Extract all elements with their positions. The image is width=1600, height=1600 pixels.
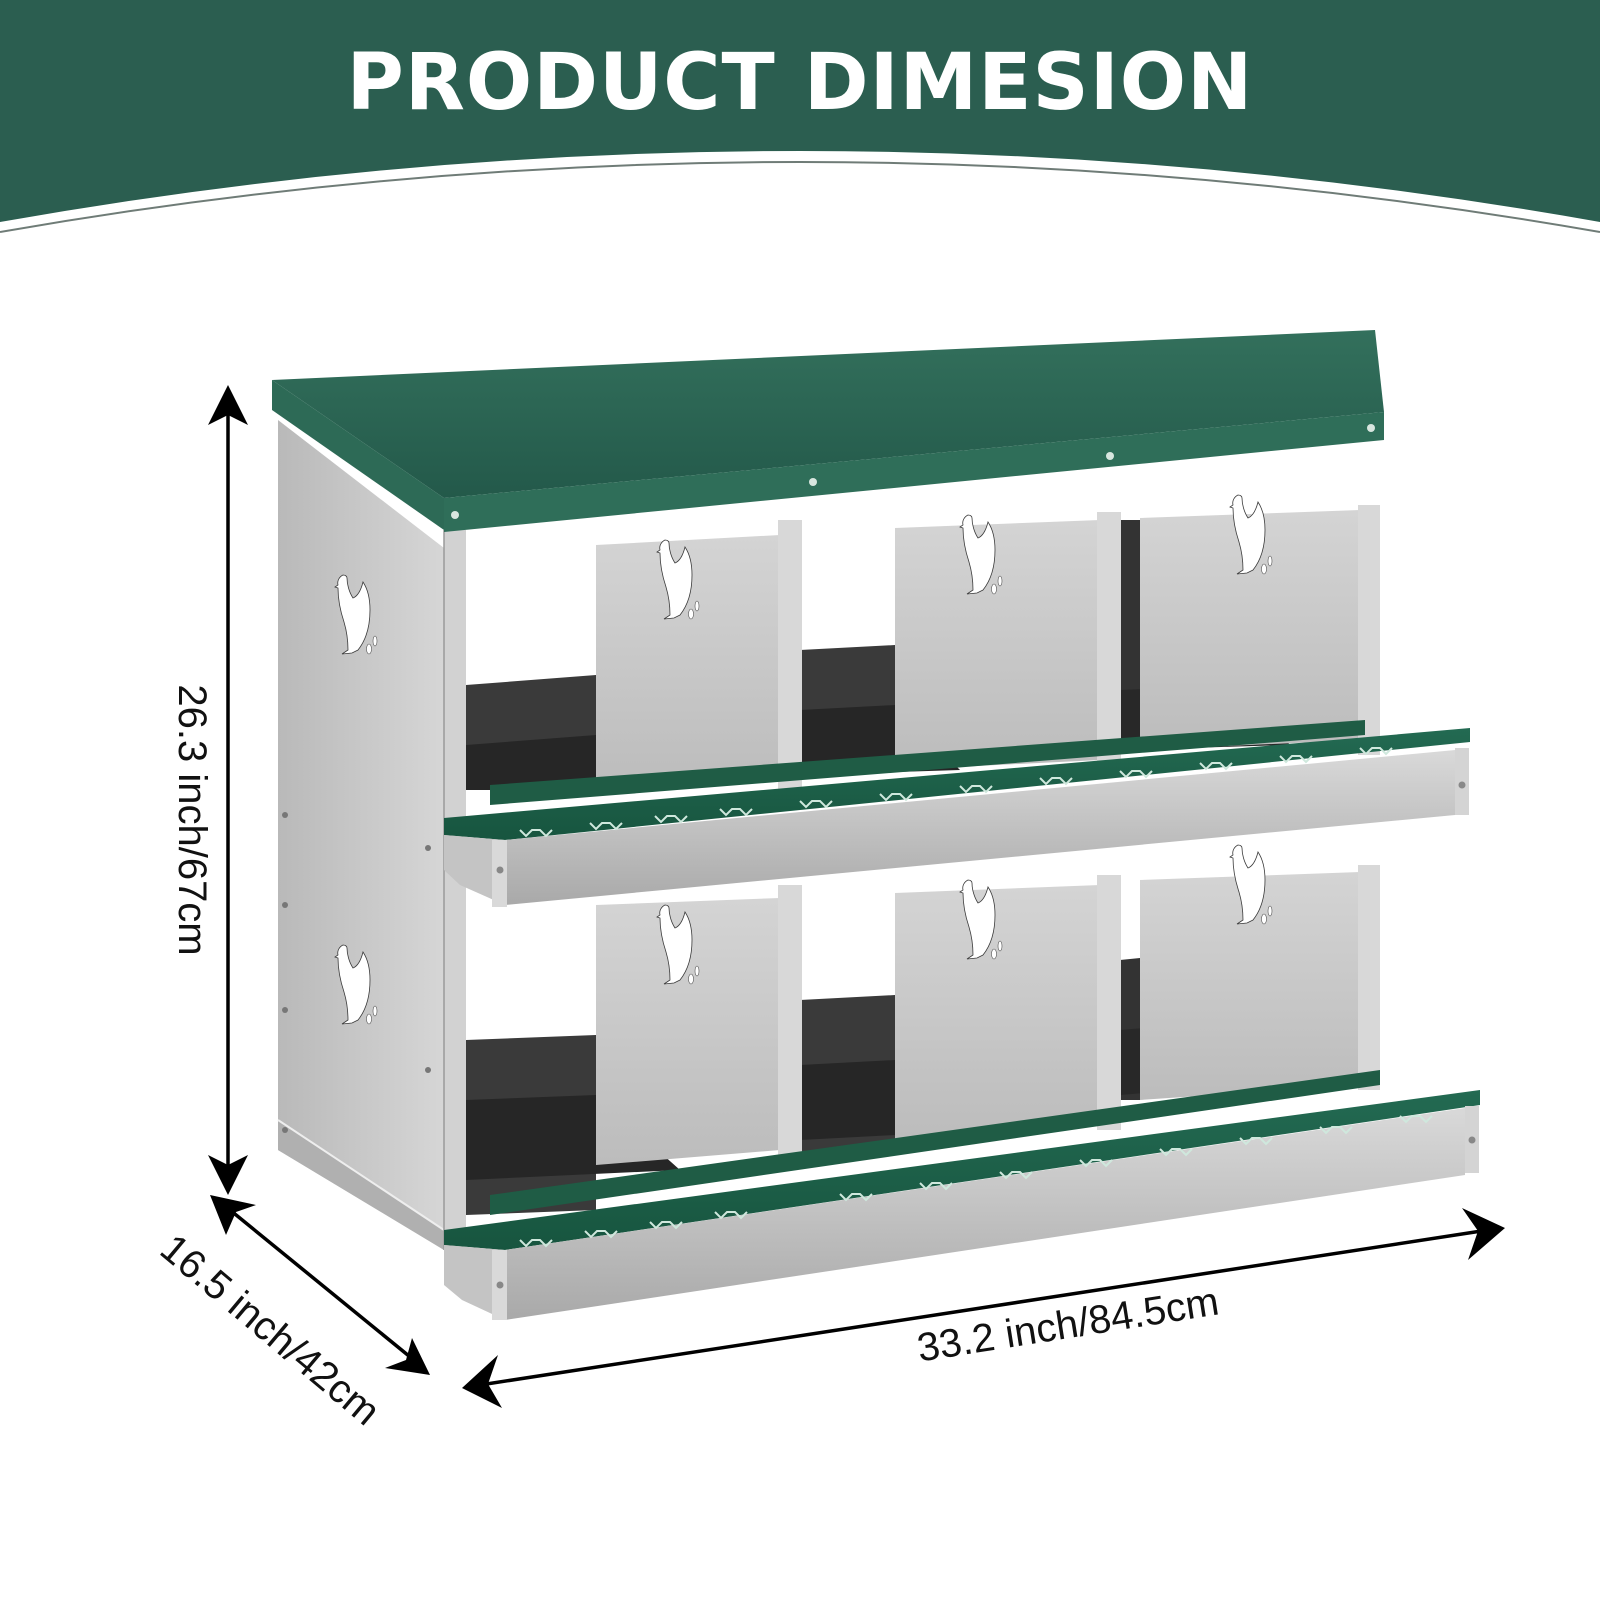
- perch-upper: [444, 720, 1470, 907]
- nest-panel-4: [596, 898, 780, 1165]
- page-title: PRODUCT DIMESION: [346, 38, 1254, 128]
- height-dimension-label: 26.3 inch/67cm: [170, 684, 214, 956]
- upper-tier: [466, 491, 1380, 790]
- width-arrow: [462, 1208, 1505, 1408]
- depth-arrow: [210, 1195, 430, 1375]
- lower-tier: [466, 844, 1380, 1215]
- nest-panel-5: [895, 885, 1100, 1140]
- roof: [272, 330, 1384, 532]
- nest-panel-3: [1140, 510, 1360, 750]
- perch-lower: [444, 1070, 1480, 1320]
- height-arrow: [208, 385, 248, 1195]
- header-banner: [0, 0, 1600, 233]
- front-post-left: [444, 530, 466, 1250]
- nest-panel-1: [596, 535, 780, 790]
- side-panel: [277, 420, 445, 1250]
- nest-panel-2: [895, 520, 1100, 770]
- nest-panel-6: [1140, 872, 1360, 1100]
